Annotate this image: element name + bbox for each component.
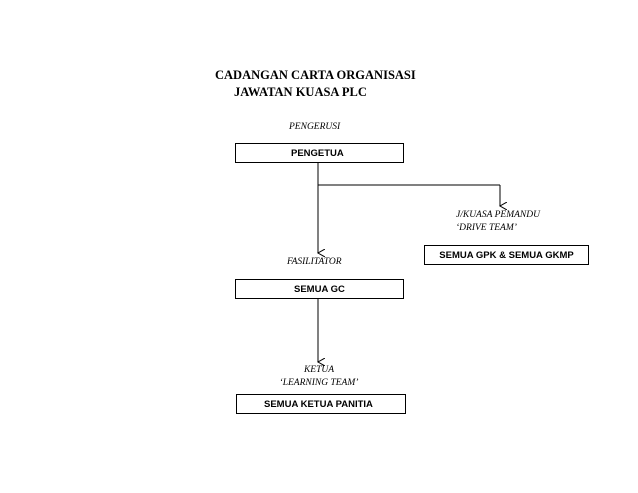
role-label-fasilitator: FASILITATOR (287, 257, 342, 267)
role-label-drive-team-line-2: ‘DRIVE TEAM’ (456, 223, 517, 233)
chart-title: CADANGAN CARTA ORGANISASI JAWATAN KUASA … (215, 67, 435, 101)
node-box-drive-team: SEMUA GPK & SEMUA GKMP (424, 245, 589, 265)
node-box-pengetua: PENGETUA (235, 143, 404, 163)
role-label-drive-team-line-1: J/KUASA PEMANDU (456, 210, 540, 220)
chart-title-line-2: JAWATAN KUASA PLC (234, 85, 367, 99)
chart-title-line-1: CADANGAN CARTA ORGANISASI (215, 68, 416, 82)
node-text-pengetua: PENGETUA (291, 147, 344, 159)
role-label-learning-team-line-2: ‘LEARNING TEAM’ (279, 378, 359, 388)
role-label-learning-team: KETUA ‘LEARNING TEAM’ (273, 364, 365, 390)
role-label-learning-team-line-1: KETUA (303, 365, 335, 375)
node-box-fasilitator: SEMUA GC (235, 279, 404, 299)
node-text-learning-team: SEMUA KETUA PANITIA (264, 398, 373, 410)
node-text-drive-team: SEMUA GPK & SEMUA GKMP (439, 249, 574, 261)
role-label-pengerusi: PENGERUSI (289, 122, 341, 132)
node-text-fasilitator: SEMUA GC (294, 283, 345, 295)
role-label-drive-team: J/KUASA PEMANDU ‘DRIVE TEAM’ (456, 209, 540, 235)
node-box-learning-team: SEMUA KETUA PANITIA (236, 394, 406, 414)
